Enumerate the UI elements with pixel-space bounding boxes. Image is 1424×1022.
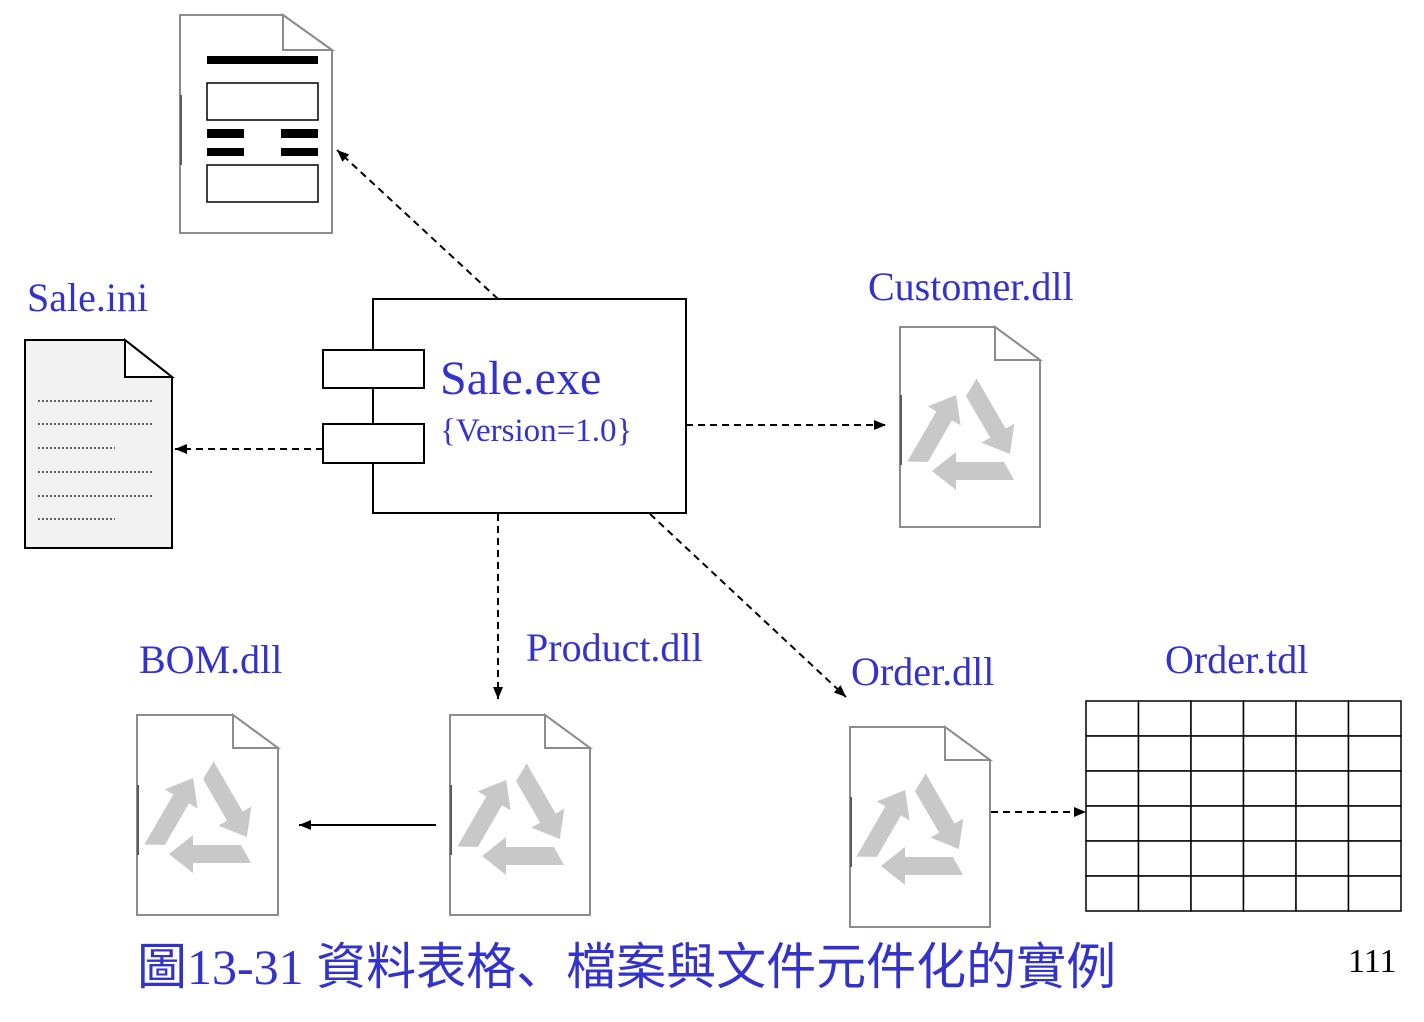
component-name: Sale.exe [440, 352, 601, 405]
document-folded-corner [544, 713, 594, 749]
dependency-arrow-to-form [336, 149, 499, 300]
table-cell [1347, 700, 1402, 737]
form-document [179, 13, 336, 234]
document-folded-corner [282, 13, 336, 51]
table-cell [1137, 735, 1192, 772]
table-cell [1347, 770, 1402, 807]
document-page [849, 726, 991, 928]
document-page [136, 714, 279, 916]
table-cell [1242, 840, 1297, 877]
relationships [175, 149, 1086, 830]
table-cell [1085, 770, 1140, 807]
order-dll-file: Order.dll [848, 649, 994, 928]
table-cell [1242, 875, 1297, 912]
form-bar [281, 129, 318, 138]
table-cell [1242, 735, 1297, 772]
table-cell [1295, 840, 1350, 877]
table-cell [1190, 875, 1245, 912]
form-field-box [206, 164, 319, 203]
component-port [322, 423, 425, 464]
table-cell [1295, 805, 1350, 842]
table-cell [1137, 840, 1192, 877]
component-port [322, 349, 425, 389]
table-cell [1085, 735, 1140, 772]
document-folded-corner [232, 713, 282, 749]
table-cell [1190, 700, 1245, 737]
text-file-icon [24, 337, 175, 549]
product-dll-file: Product.dll [449, 625, 703, 916]
table-cell [1347, 875, 1402, 912]
table-cell [1085, 840, 1140, 877]
dependency-arrow-to-order-dll [649, 513, 847, 698]
figure-caption: 圖13-31 資料表格、檔案與文件元件化的實例 [137, 939, 1116, 995]
table-cell [1242, 805, 1297, 842]
order-tdl-label: Order.tdl [1165, 637, 1308, 682]
customer-dll-file: Customer.dll [868, 264, 1074, 528]
order-tdl-table: Order.tdl [1085, 637, 1402, 912]
order-dll-label: Order.dll [851, 649, 994, 694]
table-cell [1085, 805, 1140, 842]
table-cell [1295, 770, 1350, 807]
table-cell [1137, 805, 1192, 842]
product-dll-label: Product.dll [526, 625, 703, 670]
table-cell [1347, 840, 1402, 877]
table-cell [1295, 700, 1350, 737]
form-bar [207, 129, 244, 138]
table-grid-icon [1085, 700, 1402, 912]
document-page [179, 14, 333, 234]
table-cell [1137, 770, 1192, 807]
customer-dll-label: Customer.dll [868, 264, 1074, 309]
bom-dll-label: BOM.dll [139, 637, 282, 682]
table-cell [1190, 840, 1245, 877]
form-field-box [206, 82, 319, 121]
table-cell [1347, 735, 1402, 772]
table-cell [1242, 700, 1297, 737]
table-cell [1085, 700, 1140, 737]
sale-exe-component: Sale.exe {Version=1.0} [322, 298, 687, 514]
table-cell [1295, 735, 1350, 772]
table-cell [1137, 875, 1192, 912]
form-bar [281, 148, 318, 156]
table-cell [1190, 735, 1245, 772]
document-folded-corner [994, 325, 1044, 361]
table-cell [1085, 875, 1140, 912]
sale-ini-file: Sale.ini [24, 275, 175, 549]
component-tagged-value: {Version=1.0} [440, 413, 632, 449]
component-body [372, 298, 687, 514]
table-cell [1295, 875, 1350, 912]
table-cell [1137, 700, 1192, 737]
table-cell [1190, 805, 1245, 842]
form-document-icon [179, 13, 336, 234]
sale-ini-label: Sale.ini [27, 275, 148, 320]
table-cell [1242, 770, 1297, 807]
table-cell [1190, 770, 1245, 807]
form-bar [207, 148, 244, 156]
document-folded-corner [124, 337, 175, 378]
table-cell [1347, 805, 1402, 842]
document-folded-corner [944, 725, 994, 761]
page-number: 111 [1348, 943, 1396, 980]
bom-dll-file: BOM.dll [136, 637, 282, 916]
form-title-bar [207, 56, 318, 64]
